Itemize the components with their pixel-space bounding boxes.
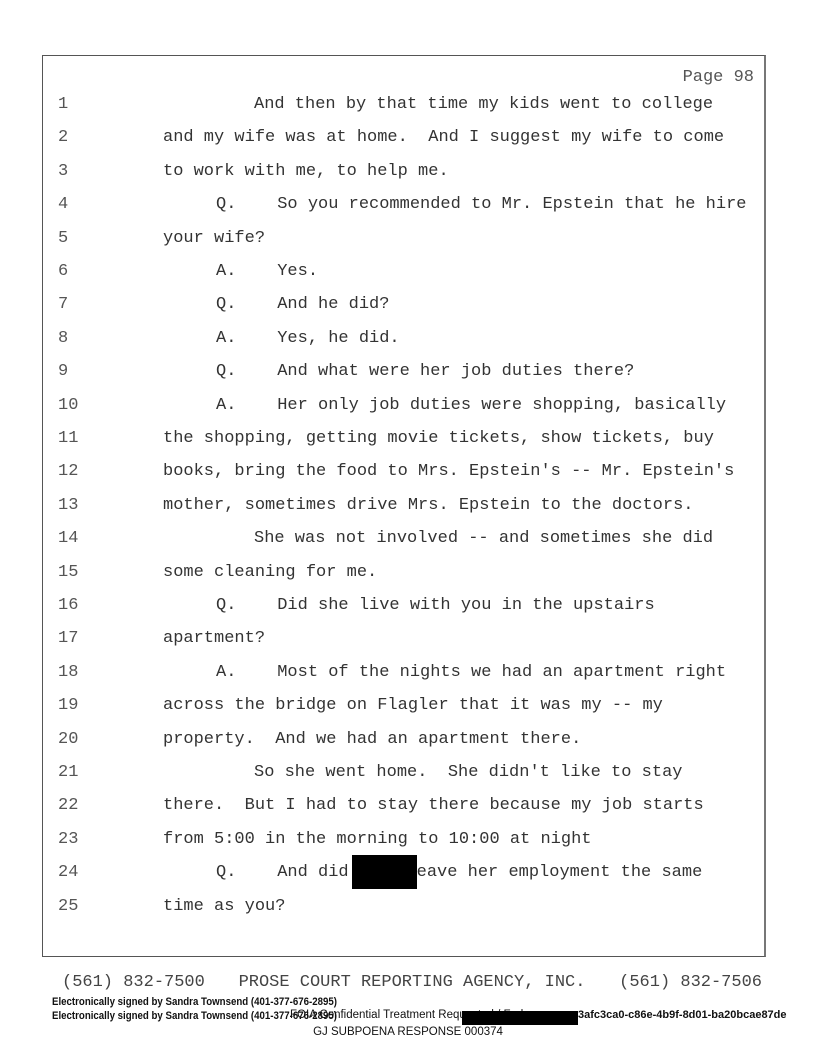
line-text: So she went home. She didn't like to sta… — [254, 763, 683, 782]
transcript-line: And then by that time my kids went to co… — [254, 95, 713, 114]
line-text: the shopping, getting movie tickets, sho… — [163, 429, 714, 448]
e-signature-1: Electronically signed by Sandra Townsend… — [52, 996, 337, 1008]
line-text: Q. So you recommended to Mr. Epstein tha… — [216, 195, 747, 215]
line-number: 12 — [58, 462, 79, 482]
page-number: Page 98 — [682, 68, 754, 87]
transcript-line: time as you? — [163, 897, 285, 916]
line-text: mother, sometimes drive Mrs. Epstein to … — [163, 495, 694, 515]
line-number: 13 — [58, 495, 79, 515]
line-number: 18 — [58, 662, 79, 682]
line-text: books, bring the food to Mrs. Epstein's … — [163, 462, 735, 482]
e-signature-2: Electronically signed by Sandra Townsend… — [52, 1010, 337, 1022]
transcript-line: A. Yes, he did. — [216, 329, 400, 348]
transcript-line: So she went home. She didn't like to sta… — [254, 763, 682, 782]
line-number: 21 — [58, 763, 79, 782]
line-text: your wife? — [163, 228, 266, 248]
line-number: 1 — [58, 95, 69, 114]
footer: (561) 832-7500 PROSE COURT REPORTING AGE… — [62, 973, 762, 992]
transcript-line: She was not involved -- and sometimes sh… — [254, 529, 713, 548]
redaction-box — [462, 1011, 578, 1025]
line-number: 25 — [58, 896, 79, 916]
line-text: She was not involved -- and sometimes sh… — [254, 529, 714, 549]
line-text: A. Yes, he did. — [216, 328, 400, 348]
page-frame — [42, 55, 766, 957]
line-number: 3 — [58, 161, 69, 181]
line-text: A. Her only job duties were shopping, ba… — [216, 395, 727, 415]
line-text: there. But I had to stay there because m… — [163, 796, 704, 816]
line-text: to work with me, to help me. — [163, 161, 449, 181]
line-text: And then by that time my kids went to co… — [254, 95, 714, 114]
line-number: 11 — [58, 429, 79, 448]
line-number: 7 — [58, 295, 69, 315]
line-text: Q. And he did? — [216, 295, 390, 315]
line-number: 16 — [58, 596, 79, 615]
line-number: 24 — [58, 863, 79, 883]
transcript-line: apartment? — [163, 629, 265, 648]
line-number: 6 — [58, 262, 69, 281]
transcript-line: A. Most of the nights we had an apartmen… — [216, 663, 726, 682]
line-number: 10 — [58, 395, 79, 415]
transcript-line: the shopping, getting movie tickets, sho… — [163, 429, 714, 448]
transcript-line: Q. So you recommended to Mr. Epstein tha… — [216, 195, 747, 214]
line-text: from 5:00 in the morning to 10:00 at nig… — [163, 829, 592, 849]
line-number: 9 — [58, 362, 69, 382]
line-number: 14 — [58, 529, 79, 549]
line-text: across the bridge on Flagler that it was… — [163, 696, 663, 716]
transcript-line: A. Yes. — [216, 262, 318, 281]
line-text-continued: eave her employment the same — [416, 863, 703, 883]
line-number: 17 — [58, 629, 79, 649]
line-text: some cleaning for me. — [163, 562, 378, 582]
footer-phone-left: (561) 832-7500 — [62, 973, 205, 992]
line-text: Q. Did she live with you in the upstairs — [216, 596, 655, 615]
transcript-line: Q. Did she live with you in the upstairs — [216, 596, 655, 615]
transcript-line: and my wife was at home. And I suggest m… — [163, 128, 724, 147]
footer-agency: PROSE COURT REPORTING AGENCY, INC. — [238, 973, 586, 992]
line-text: A. Most of the nights we had an apartmen… — [216, 662, 727, 682]
line-number: 20 — [58, 729, 79, 749]
line-number: 23 — [58, 829, 79, 849]
line-number: 5 — [58, 228, 69, 248]
line-text: time as you? — [163, 896, 286, 916]
line-text: Q. And what were her job duties there? — [216, 362, 635, 382]
transcript-line: Q. And what were her job duties there? — [216, 362, 634, 381]
footer-phone-right: (561) 832-7506 — [619, 973, 762, 992]
line-text: apartment? — [163, 629, 266, 649]
transcript-line: there. But I had to stay there because m… — [163, 796, 704, 815]
transcript-line: from 5:00 in the morning to 10:00 at nig… — [163, 830, 591, 849]
transcript-line: Q. And did eave her employment the same — [216, 854, 703, 889]
line-number: 15 — [58, 562, 79, 582]
line-number: 22 — [58, 796, 79, 816]
line-text: and my wife was at home. And I suggest m… — [163, 128, 725, 148]
transcript-line: across the bridge on Flagler that it was… — [163, 696, 663, 715]
transcript-line: A. Her only job duties were shopping, ba… — [216, 396, 726, 415]
line-number: 19 — [58, 696, 79, 716]
transcript-line: mother, sometimes drive Mrs. Epstein to … — [163, 496, 694, 515]
line-text: A. Yes. — [216, 262, 319, 281]
document-hash: 3afc3ca0-c86e-4b9f-8d01-ba20bcae87de — [578, 1009, 787, 1021]
line-number: 4 — [58, 195, 69, 215]
transcript-line: Q. And he did? — [216, 295, 389, 314]
transcript-line: books, bring the food to Mrs. Epstein's … — [163, 462, 734, 481]
redaction-box — [351, 854, 417, 889]
transcript-line: to work with me, to help me. — [163, 162, 449, 181]
transcript-line: your wife? — [163, 229, 265, 248]
line-text: Q. And did — [216, 863, 349, 883]
transcript-line: property. And we had an apartment there. — [163, 730, 581, 749]
line-text: property. And we had an apartment there. — [163, 729, 582, 749]
line-number: 8 — [58, 328, 69, 348]
transcript-line: some cleaning for me. — [163, 563, 377, 582]
bates-number: GJ SUBPOENA RESPONSE 000374 — [313, 1026, 503, 1038]
line-number: 2 — [58, 128, 69, 148]
